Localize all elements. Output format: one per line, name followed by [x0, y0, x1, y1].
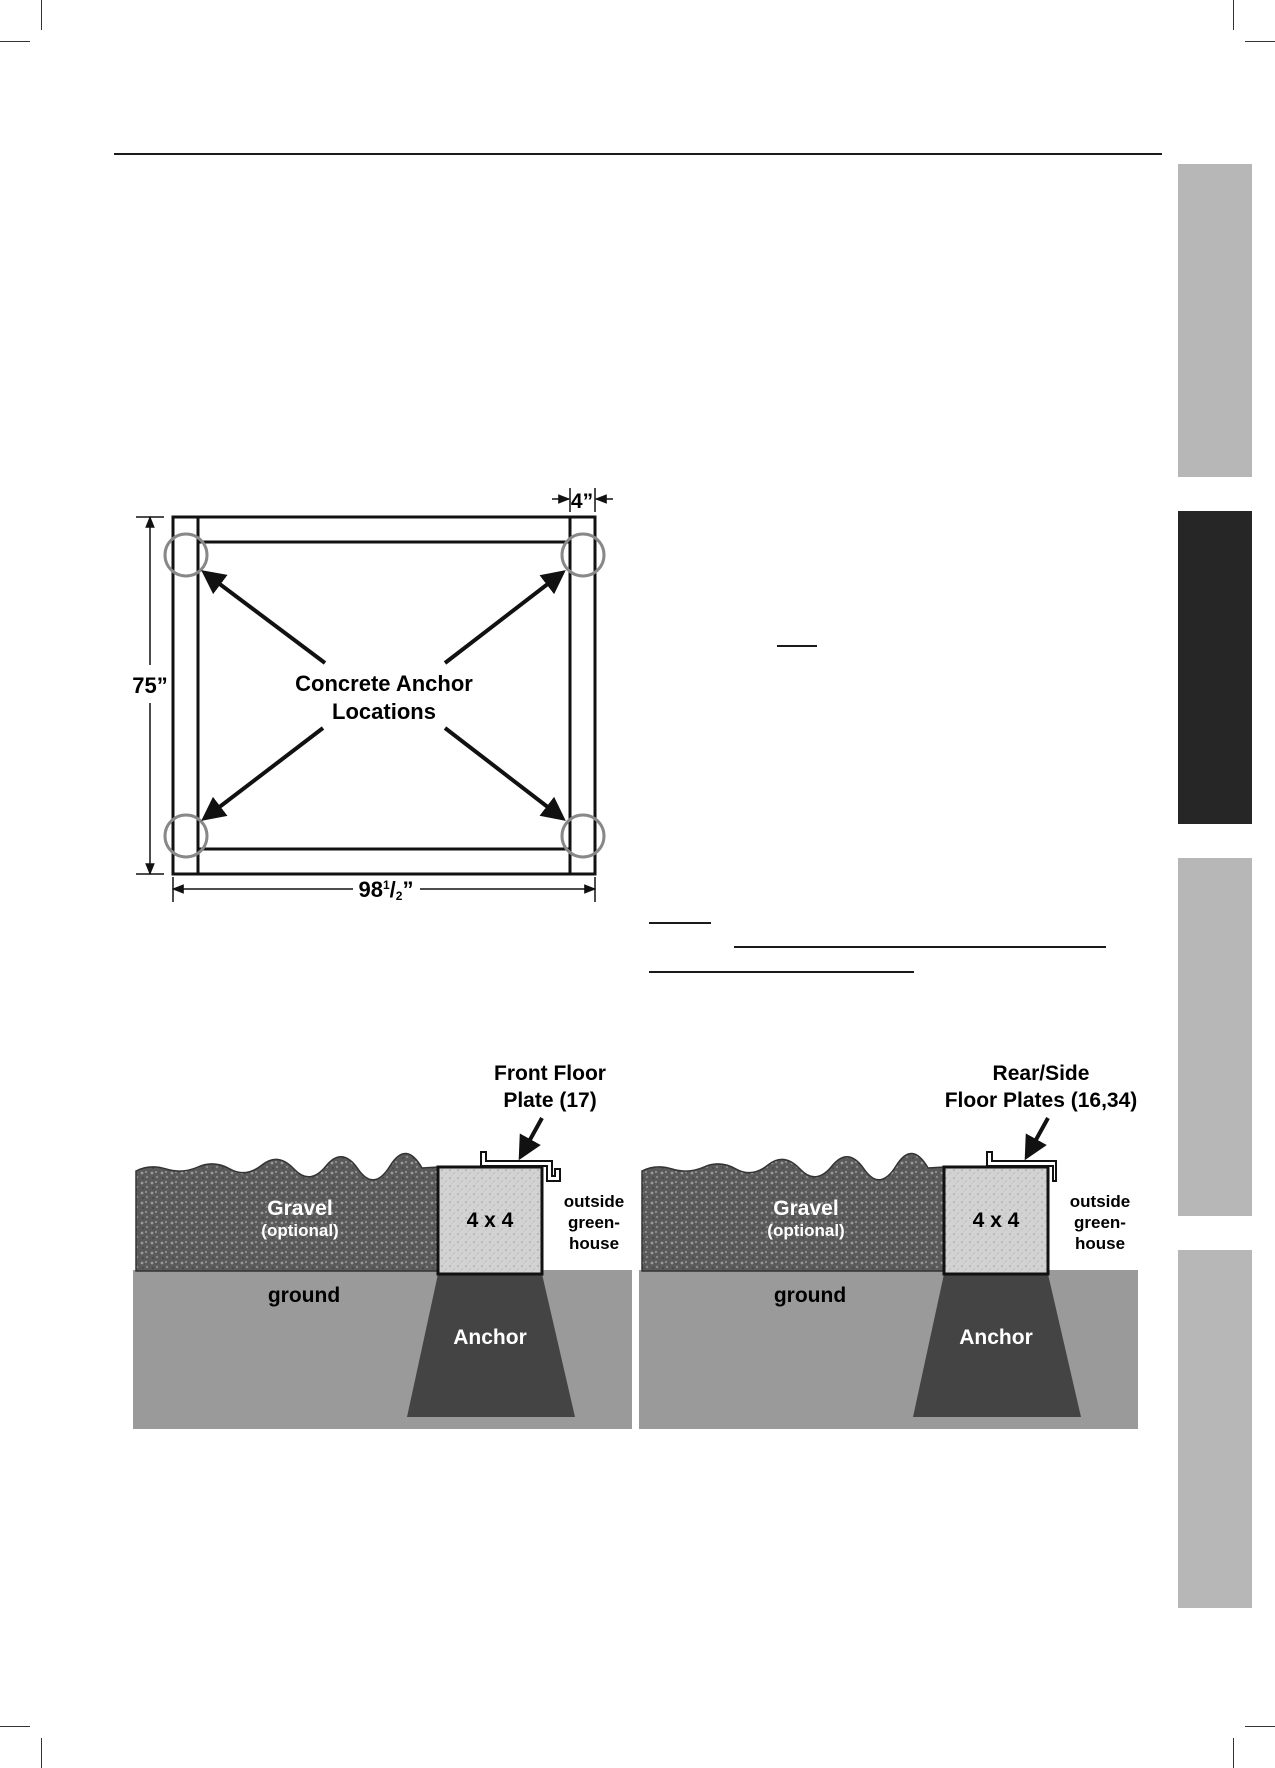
gravel-bed — [135, 1152, 439, 1272]
blank-line — [649, 971, 914, 973]
frame-outer — [171, 515, 597, 876]
gravel-label: Gravel — [267, 1197, 332, 1220]
crop-mark — [1245, 41, 1275, 42]
arrow — [443, 570, 566, 665]
height-label: 75” — [132, 673, 167, 698]
gravel-sublabel: (optional) — [767, 1221, 844, 1240]
section-tab[interactable] — [1178, 164, 1252, 477]
arrow — [201, 570, 327, 665]
section-tab[interactable] — [1178, 1250, 1252, 1608]
width-label-mark: ” — [402, 877, 413, 902]
outside-label-line2: green- — [1074, 1213, 1126, 1232]
width-label-slash: / — [390, 877, 396, 902]
member-width-label: 4” — [571, 490, 593, 513]
floor-plan: Concrete Anchor Locations 75” 981/2” 4” — [132, 488, 613, 903]
concrete-anchor — [913, 1274, 1081, 1417]
post-label: 4 x 4 — [467, 1209, 514, 1232]
gravel-bed — [641, 1152, 945, 1272]
anchor-location-circle — [163, 813, 209, 859]
plate-arrow — [1024, 1117, 1050, 1161]
blank-line — [777, 645, 817, 647]
anchor-location-circle — [560, 813, 606, 859]
width-label: 981/2” — [359, 877, 414, 903]
concrete-anchor — [407, 1274, 575, 1417]
outside-label-line3: house — [1075, 1234, 1125, 1253]
crop-mark — [1233, 0, 1234, 30]
ground-label: ground — [774, 1284, 846, 1307]
width-label-whole: 98 — [359, 877, 383, 902]
floor-plate — [986, 1151, 1057, 1182]
section-tab[interactable] — [1178, 858, 1252, 1216]
cross-section-rear-side: Rear/Side Floor Plates (16,34) Gravel (o… — [639, 1062, 1138, 1429]
header-rule — [114, 153, 1162, 155]
outside-label-line2: green- — [568, 1213, 620, 1232]
anchor-location-circle — [163, 532, 209, 578]
blank-line — [649, 922, 711, 924]
plate-arrow — [518, 1117, 544, 1161]
arrow — [443, 726, 566, 821]
outside-label-line1: outside — [564, 1192, 624, 1211]
ground-label: ground — [268, 1284, 340, 1307]
plate-label-line2: Floor Plates (16,34) — [945, 1089, 1138, 1112]
section-tab-active[interactable] — [1178, 511, 1252, 824]
crop-mark — [1245, 1726, 1275, 1727]
gravel-label: Gravel — [773, 1197, 838, 1220]
center-label-line2: Locations — [332, 699, 436, 724]
post-4x4 — [942, 1165, 1050, 1276]
plate-label-line2: Plate (17) — [503, 1089, 596, 1112]
crop-mark — [41, 0, 42, 30]
floor-plate — [480, 1151, 561, 1182]
width-label-denominator: 2 — [396, 889, 403, 903]
crop-mark — [0, 1726, 30, 1727]
width-label-numerator: 1 — [383, 878, 390, 892]
anchor-label: Anchor — [959, 1326, 1033, 1349]
outside-label-line1: outside — [1070, 1192, 1130, 1211]
cross-section-front: Front Floor Plate (17) Gravel (optional)… — [133, 1062, 632, 1429]
center-label-line1: Concrete Anchor — [295, 671, 473, 696]
crop-mark — [0, 41, 30, 42]
crop-mark — [41, 1738, 42, 1768]
plate-label-line1: Rear/Side — [993, 1062, 1090, 1085]
arrow — [201, 726, 325, 821]
anchor-location-circle — [560, 532, 606, 578]
outside-label-line3: house — [569, 1234, 619, 1253]
gravel-sublabel: (optional) — [261, 1221, 338, 1240]
plate-label-line1: Front Floor — [494, 1062, 606, 1085]
anchor-label: Anchor — [453, 1326, 527, 1349]
blank-line — [734, 946, 1106, 948]
post-label: 4 x 4 — [973, 1209, 1020, 1232]
crop-mark — [1233, 1738, 1234, 1768]
